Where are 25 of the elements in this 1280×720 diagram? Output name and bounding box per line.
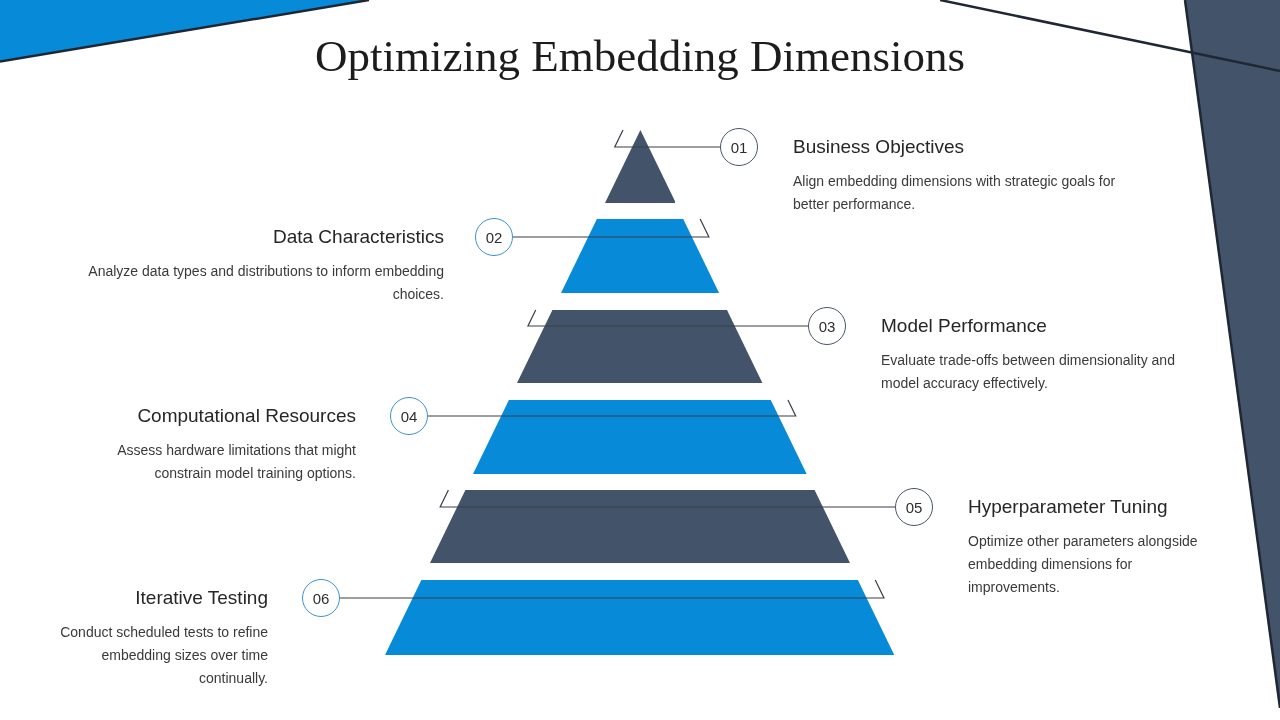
pyramid-tier [604,130,676,203]
leader-line [613,129,721,148]
step-description: Analyze data types and distributions to inform embedding choices. [87,262,444,304]
leader-line [339,579,885,599]
pyramid-tier [385,580,895,655]
pyramid-tier [560,219,720,293]
pyramid-tier [517,310,763,383]
step-description: Optimize other parameters alongside embedding dimensions for improvements. [968,532,1199,597]
step-description: Assess hardware limitations that might constrain model training options. [116,441,356,483]
leader-line [439,489,896,508]
step-description: Align embedding dimensions with strategic goals for better performance. [793,172,1117,214]
step-description: Evaluate trade-offs between dimensionality and model accuracy effectively. [881,351,1176,393]
step-description: Conduct scheduled tests to refine embedding sizes over time continually. [59,623,268,688]
step-heading: Hyperparameter Tuning [968,495,1168,519]
leader-line [527,309,809,327]
step-heading: Data Characteristics [272,225,444,249]
pyramid-tier [430,490,850,563]
step-heading: Model Performance [881,314,1047,338]
leader-line [512,218,710,238]
step-heading: Business Objectives [793,135,965,159]
step-heading: Iterative Testing [135,586,268,610]
pyramid-tier [473,400,807,474]
step-heading: Computational Resources [137,404,356,428]
leader-line [427,399,797,417]
title: Optimizing Embedding Dimensions [315,30,965,83]
